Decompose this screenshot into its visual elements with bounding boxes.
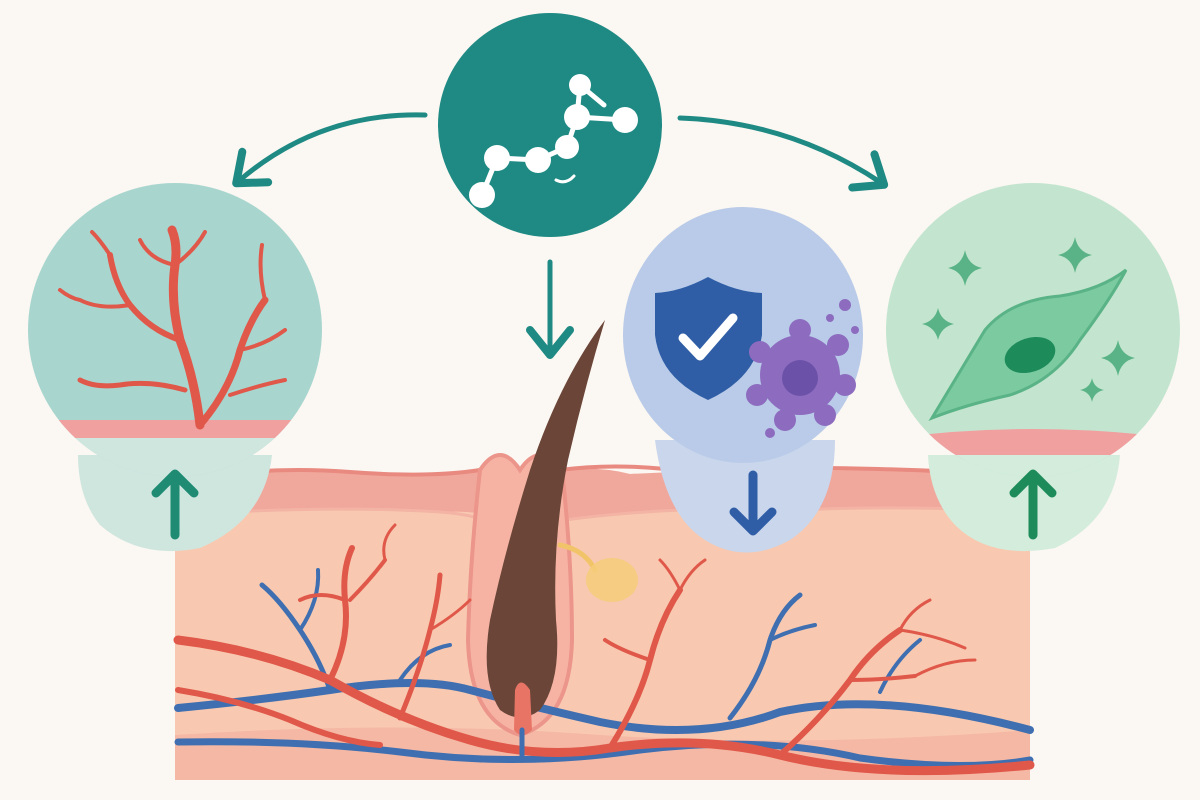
central-molecule-node	[438, 13, 662, 237]
arrow-up-icon	[151, 469, 199, 540]
effect-cell-regeneration	[886, 183, 1180, 552]
shield-check-icon	[655, 277, 762, 400]
artery-icon	[173, 523, 1035, 776]
cell-sparkle-icon	[922, 237, 1135, 422]
skin-cross-section-icon	[173, 320, 1035, 780]
blood-vessel-icon	[58, 225, 287, 430]
hair-follicle-icon	[486, 320, 605, 763]
arrow-up-icon	[1009, 469, 1057, 540]
curved-arrow-right-icon	[677, 115, 889, 192]
molecule-icon	[469, 74, 638, 208]
arrow-down-icon	[729, 470, 777, 536]
curved-arrow-left-icon	[232, 112, 428, 188]
bacteria-icon	[746, 299, 859, 438]
sebaceous-gland-icon	[557, 542, 638, 602]
effect-antimicrobial	[623, 207, 863, 553]
